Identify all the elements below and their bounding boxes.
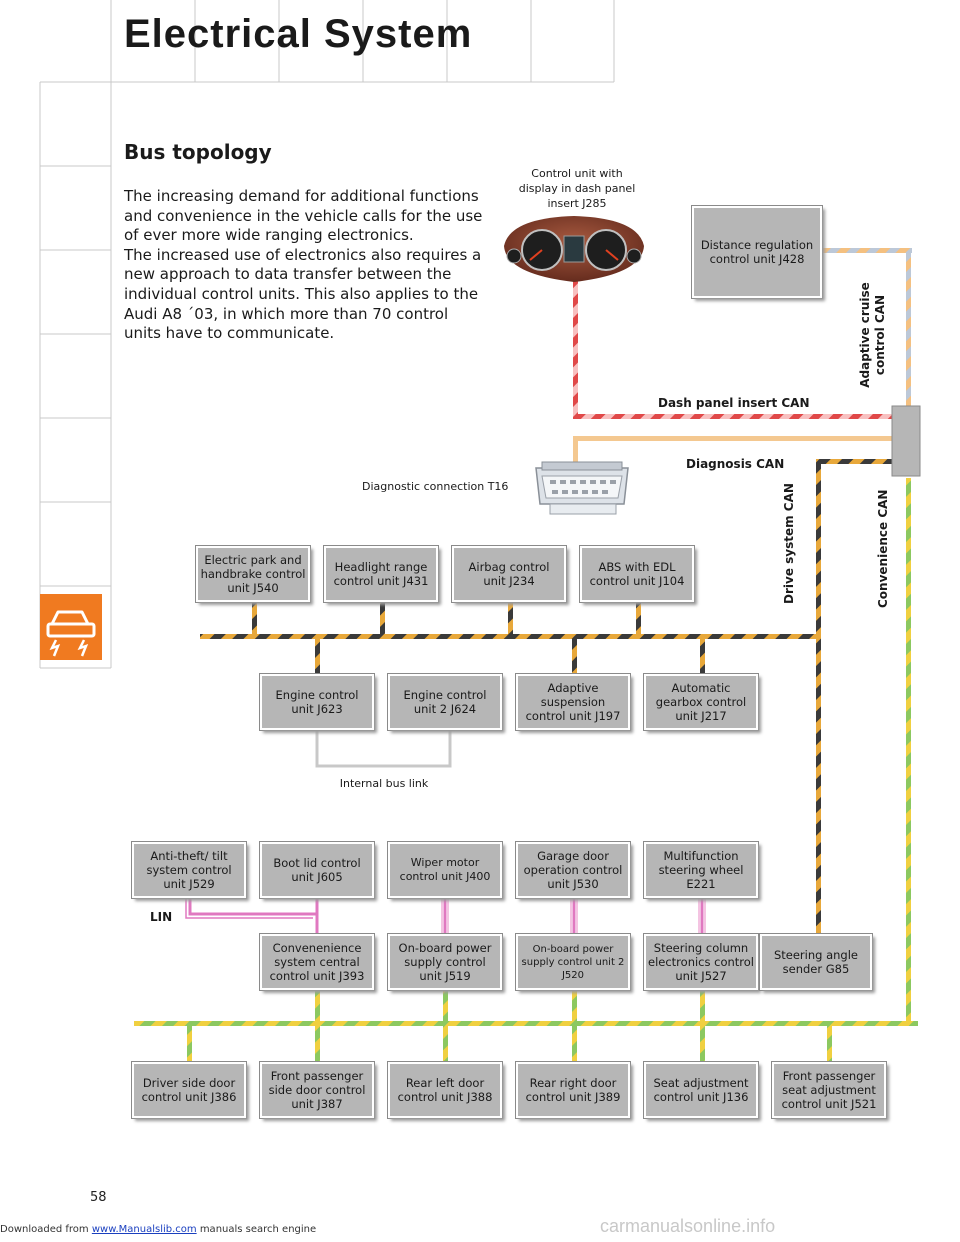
convenience-can-line	[134, 478, 918, 1064]
section-heading: Bus topology	[124, 140, 272, 164]
unit-j400: Wiper motor control unit J400	[388, 842, 502, 898]
diagnostic-connector-image	[535, 461, 629, 515]
adaptive-cruise-can-label: Adaptive cruise control CAN	[858, 282, 887, 388]
page-title: Electrical System	[124, 12, 473, 56]
gateway-box	[891, 405, 921, 477]
lin-bus-line	[188, 898, 704, 934]
unit-j519: On-board power supply control unit J519	[388, 934, 502, 990]
unit-j527: Steering column electronics control unit…	[644, 934, 758, 990]
unit-j104: ABS with EDL control unit J104	[580, 546, 694, 602]
footer-prefix: Downloaded from	[0, 1224, 92, 1235]
page-number: 58	[90, 1190, 107, 1205]
unit-j389: Rear right door control unit J389	[516, 1062, 630, 1118]
diagnosis-can-line	[573, 436, 893, 466]
drive-system-can-line	[200, 459, 894, 939]
instrument-cluster-image	[504, 216, 644, 282]
diagnosis-can-label: Diagnosis CAN	[686, 457, 785, 471]
dash-panel-insert-can-line	[573, 272, 893, 419]
dash-unit-label: Control unit with display in dash panel …	[518, 167, 636, 210]
unit-j529: Anti-theft/ tilt system control unit J52…	[132, 842, 246, 898]
car-electrical-icon	[46, 610, 96, 657]
unit-j530: Garage door operation control unit J530	[516, 842, 630, 898]
intro-text: The increasing demand for additional fun…	[124, 187, 483, 343]
adaptive-cruise-can-line	[822, 248, 912, 408]
unit-j386: Driver side door control unit J386	[132, 1062, 246, 1118]
sidebar-tab-electrical[interactable]	[40, 594, 102, 660]
unit-j217: Automatic gearbox control unit J217	[644, 674, 758, 730]
unit-j234: Airbag control unit J234	[452, 546, 566, 602]
internal-bus-link-line	[315, 728, 452, 768]
unit-j136: Seat adjustment control unit J136	[644, 1062, 758, 1118]
footer-suffix: manuals search engine	[196, 1224, 317, 1235]
unit-j431: Headlight range control unit J431	[324, 546, 438, 602]
unit-j624: Engine control unit 2 J624	[388, 674, 502, 730]
diagnostic-connection-label: Diagnostic connection T16	[362, 480, 509, 493]
unit-e221: Multifunction steering wheel E221	[644, 842, 758, 898]
internal-bus-link-label: Internal bus link	[339, 777, 429, 790]
download-footer: Downloaded from www.Manualslib.com manua…	[0, 1224, 316, 1235]
unit-j520: On-board power supply control unit 2 J52…	[516, 934, 630, 990]
unit-j388: Rear left door control unit J388	[388, 1062, 502, 1118]
unit-j540: Electric park and handbrake control unit…	[196, 546, 310, 602]
unit-j521: Front passenger seat adjustment control …	[772, 1062, 886, 1118]
convenience-can-label: Convenience CAN	[876, 489, 890, 608]
dash-panel-insert-can-label: Dash panel insert CAN	[658, 396, 810, 410]
lin-label: LIN	[150, 910, 173, 924]
unit-j387: Front passenger side door control unit J…	[260, 1062, 374, 1118]
unit-j428: Distance regulation control unit J428	[692, 206, 822, 298]
watermark: carmanualsonline.info	[600, 1216, 776, 1236]
unit-j393: Convenenience system central control uni…	[260, 934, 374, 990]
unit-g85: Steering angle sender G85	[760, 934, 872, 990]
unit-j197: Adaptive suspension control unit J197	[516, 674, 630, 730]
unit-j623: Engine control unit J623	[260, 674, 374, 730]
drive-system-can-label: Drive system CAN	[782, 483, 796, 604]
unit-j605: Boot lid control unit J605	[260, 842, 374, 898]
manualslib-link[interactable]: www.Manualslib.com	[91, 1224, 197, 1235]
